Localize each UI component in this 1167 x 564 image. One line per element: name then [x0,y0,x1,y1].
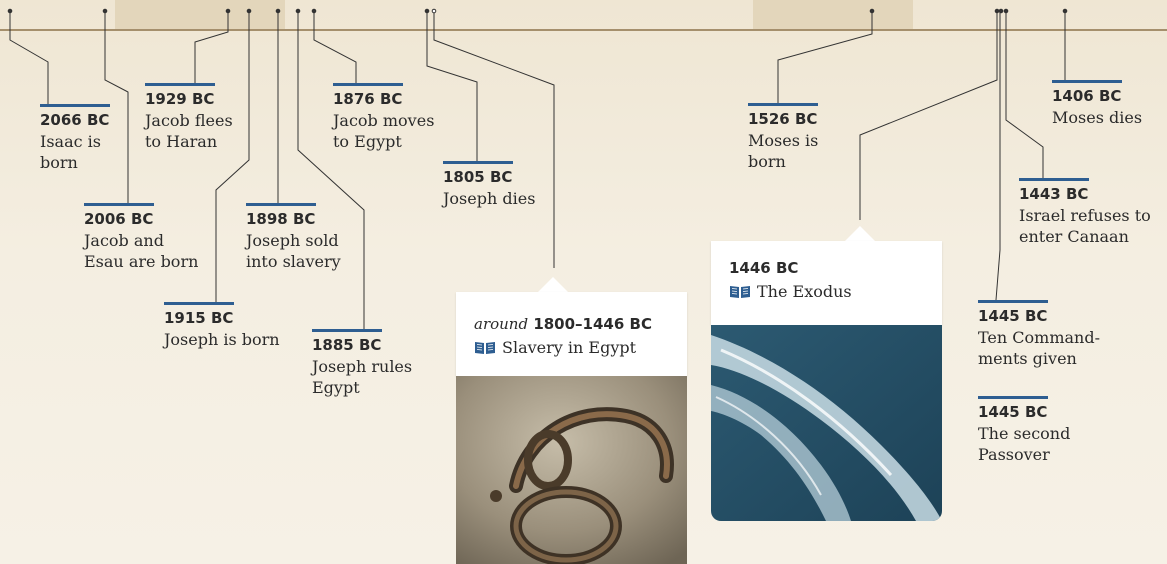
card-title: Slavery in Egypt [474,337,687,359]
event-joseph-born: 1915 BC Joseph is born [164,302,280,350]
event-date: 1526 BC [748,110,818,128]
event-bar [978,396,1048,399]
connector-jacob-moves [314,12,356,83]
connector-jacob-flees [195,12,228,83]
event-ten-commandments: 1445 BC Ten Command-ments given [978,300,1100,369]
event-date: 2066 BC [40,111,110,129]
event-bar [145,83,215,86]
event-label: Isaac isborn [40,131,110,173]
event-dot [296,9,300,13]
event-label: Jacob fleesto Haran [145,110,233,152]
connector-slavery [434,12,554,268]
event-label: Israel refuses toenter Canaan [1019,205,1151,247]
event-bar [978,300,1048,303]
event-date: 1929 BC [145,90,233,108]
event-date: 1898 BC [246,210,341,228]
event-date: 1915 BC [164,309,280,327]
connector-exodus [860,12,997,220]
event-bar [164,302,234,305]
event-bar [246,203,316,206]
event-jacob-esau-born: 2006 BC Jacob andEsau are born [84,203,198,272]
event-bar [1019,178,1089,181]
connector-isaac-born [10,12,48,104]
event-bar [312,329,382,332]
event-date: 1406 BC [1052,87,1142,105]
event-date: 1445 BC [978,307,1100,325]
event-dot [995,9,999,13]
book-icon [729,285,751,299]
card-pointer [845,226,875,241]
event-date: 1443 BC [1019,185,1151,203]
event-label: The secondPassover [978,423,1070,465]
event-label: Jacob movesto Egypt [333,110,434,152]
card-date: around 1800–1446 BC [474,314,687,334]
event-bar [443,161,513,164]
connector-joseph-born [216,12,249,302]
event-label: Moses isborn [748,130,818,172]
event-label: Joseph soldinto slavery [246,230,341,272]
event-dot [226,9,230,13]
event-label: Joseph dies [443,188,535,209]
event-joseph-sold: 1898 BC Joseph soldinto slavery [246,203,341,272]
event-isaac-born: 2066 BC Isaac isborn [40,104,110,173]
event-bar [748,103,818,106]
connector-joseph-rules [298,12,364,329]
event-label: Jacob andEsau are born [84,230,198,272]
sea-wake-photo [711,325,942,521]
card-date: 1446 BC [729,258,942,278]
event-label: Moses dies [1052,107,1142,128]
event-label: Joseph is born [164,329,280,350]
event-dot [999,9,1003,13]
event-israel-refuses: 1443 BC Israel refuses toenter Canaan [1019,178,1151,247]
event-dot [1063,9,1067,13]
event-dot [312,9,316,13]
event-dot [247,9,251,13]
event-joseph-rules: 1885 BC Joseph rulesEgypt [312,329,412,398]
event-label: Joseph rulesEgypt [312,356,412,398]
event-jacob-flees: 1929 BC Jacob fleesto Haran [145,83,233,152]
event-date: 2006 BC [84,210,198,228]
connector-moses-born [778,12,872,103]
event-date: 1885 BC [312,336,412,354]
event-label: Ten Command-ments given [978,327,1100,369]
event-jacob-moves: 1876 BC Jacob movesto Egypt [333,83,434,152]
event-bar [333,83,403,86]
event-bar [84,203,154,206]
event-moses-dies: 1406 BC Moses dies [1052,80,1142,128]
card-pointer [538,277,568,292]
event-dot [425,9,429,13]
event-dot-open [432,9,436,13]
event-date: 1445 BC [978,403,1070,421]
event-dot [8,9,12,13]
event-bar [40,104,110,107]
book-icon [474,341,496,355]
connector-israel-refuses [1006,12,1043,178]
event-dot [276,9,280,13]
event-bar [1052,80,1122,83]
card-slavery-in-egypt: around 1800–1446 BC Slavery in Egypt [456,292,687,376]
event-date: 1876 BC [333,90,434,108]
event-dot [870,9,874,13]
event-dot [1004,9,1008,13]
event-date: 1805 BC [443,168,535,186]
event-dot [103,9,107,13]
shackles-photo [456,376,687,564]
event-moses-born: 1526 BC Moses isborn [748,103,818,172]
card-title: The Exodus [729,281,942,303]
event-joseph-dies: 1805 BC Joseph dies [443,161,535,209]
event-second-passover: 1445 BC The secondPassover [978,396,1070,465]
card-the-exodus: 1446 BC The Exodus [711,241,942,325]
